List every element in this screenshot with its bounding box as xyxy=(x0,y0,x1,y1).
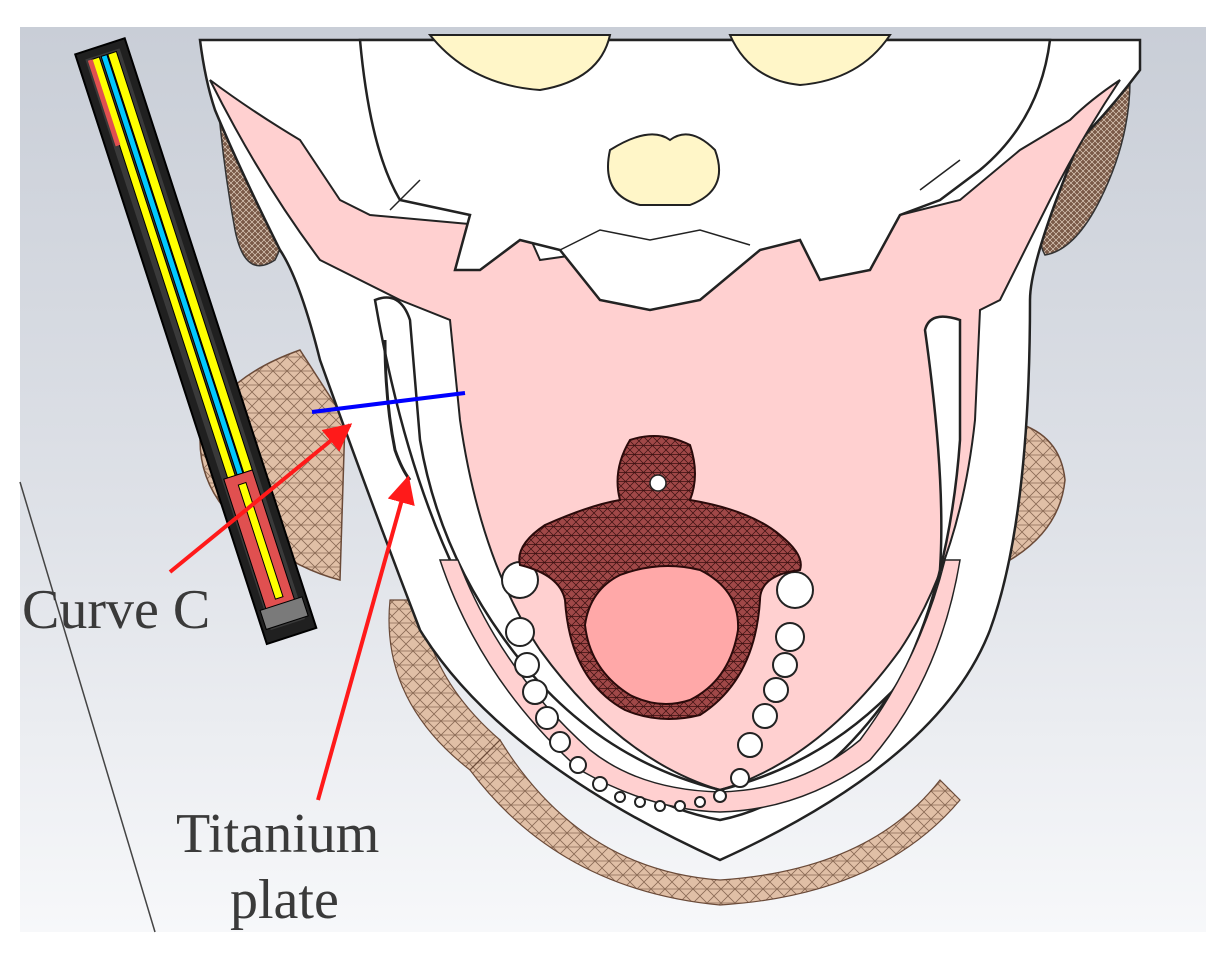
soft-tissue xyxy=(209,79,1121,792)
tongue-surface xyxy=(583,565,740,705)
titanium-plate-arrow xyxy=(316,475,415,801)
tooth xyxy=(752,703,778,729)
tooth xyxy=(654,800,666,812)
tooth xyxy=(569,756,587,774)
tooth xyxy=(549,731,571,753)
tooth xyxy=(772,652,798,678)
tooth xyxy=(713,789,727,803)
tooth xyxy=(522,679,548,705)
titanium-plate-label-line1: Titanium xyxy=(176,803,380,865)
chin-mesh xyxy=(469,739,961,906)
tooth xyxy=(730,768,750,788)
tooth xyxy=(776,571,814,609)
tooth xyxy=(614,791,626,803)
left-orbit-cavity xyxy=(427,34,612,92)
curve-c-arrow xyxy=(168,423,353,574)
reference-line xyxy=(19,481,156,933)
tooth xyxy=(535,706,559,730)
tooth xyxy=(775,622,805,652)
tongue-hole xyxy=(649,474,667,492)
pharynx-cavity xyxy=(607,133,720,206)
titanium-plate-label-line2: plate xyxy=(230,869,339,931)
tooth xyxy=(763,677,789,703)
titanium-plate xyxy=(383,339,412,481)
right-orbit-cavity xyxy=(728,34,892,87)
tooth xyxy=(674,800,686,812)
implant-device xyxy=(73,37,318,646)
curve-c-line xyxy=(311,391,466,414)
tooth xyxy=(514,652,540,678)
tooth xyxy=(737,732,763,758)
skull-detail-lines xyxy=(389,159,961,251)
curve-c-label: Curve C xyxy=(22,579,211,641)
tooth xyxy=(592,776,608,792)
tooth xyxy=(694,796,706,808)
teeth xyxy=(501,561,814,812)
tooth xyxy=(634,796,646,808)
tooth xyxy=(505,617,535,647)
